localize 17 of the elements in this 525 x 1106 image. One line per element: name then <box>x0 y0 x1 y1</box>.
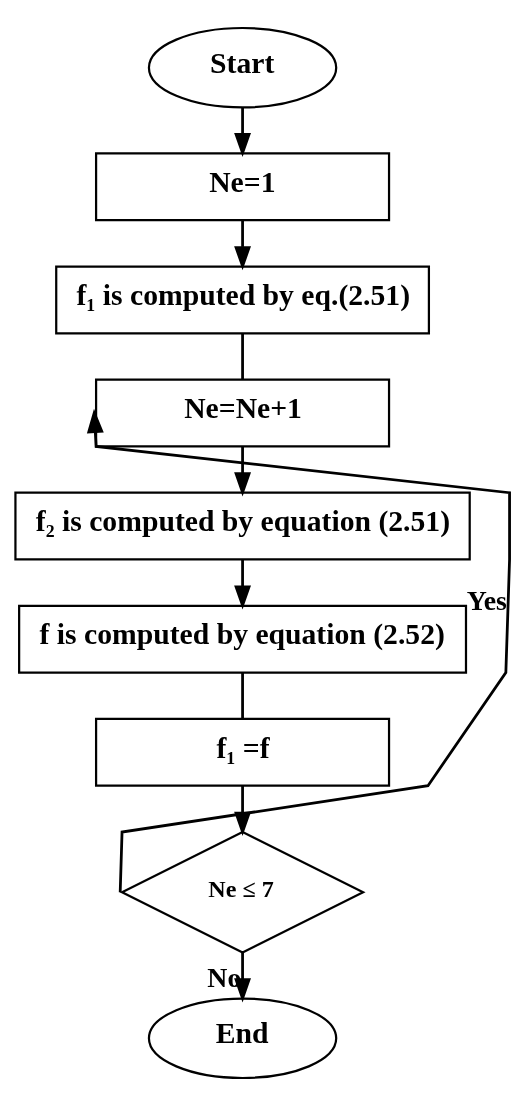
node-box: f₂ is computed by equation (2.51) <box>14 491 471 561</box>
node-box: f₁ =f <box>95 717 391 787</box>
node-box: f₁ is computed by eq.(2.51) <box>55 265 431 335</box>
arrow <box>234 559 251 610</box>
arrow <box>86 408 511 893</box>
connector <box>241 333 244 380</box>
connector <box>241 672 244 719</box>
node-diamond: Ne ≤ 7 <box>119 830 366 954</box>
arrow <box>234 107 251 158</box>
node-ellipse: End <box>147 997 338 1080</box>
node-box: Ne=1 <box>95 152 391 222</box>
edge-label: Yes <box>466 584 507 616</box>
node-ellipse: Start <box>147 26 338 109</box>
arrow <box>234 446 251 497</box>
node-box: Ne=Ne+1 <box>95 378 391 448</box>
node-box: f is computed by equation (2.52) <box>18 604 468 674</box>
arrow <box>234 220 251 271</box>
